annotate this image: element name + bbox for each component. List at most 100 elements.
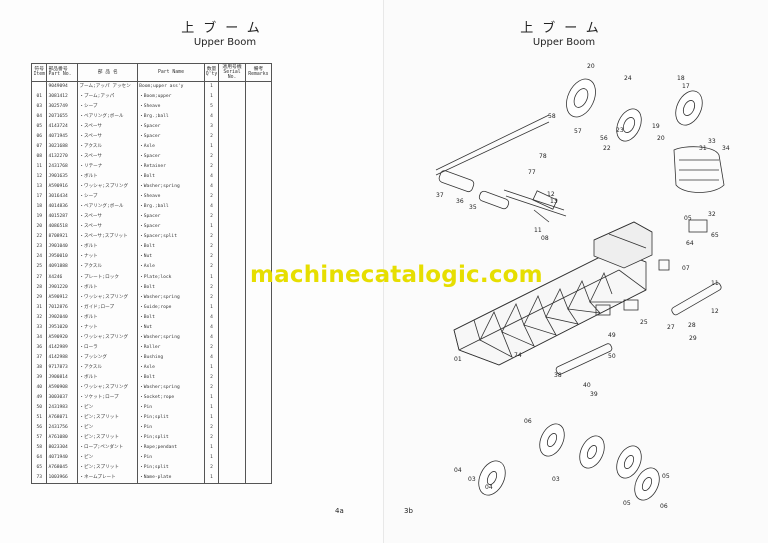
part-name-jp-cell: ・スペーサ;スプリット — [77, 232, 139, 243]
remarks-cell — [244, 423, 273, 434]
quantity-cell: 2 — [203, 262, 220, 273]
part-name-jp-cell: ・アクスル — [77, 262, 139, 273]
part-name-jp-cell: ・ブッシング — [77, 352, 139, 363]
callout-label: 39 — [590, 391, 598, 398]
item-number-cell: 64 — [30, 453, 48, 464]
serial-cell — [218, 473, 246, 485]
sheave-bottom-1 — [539, 423, 565, 457]
serial-cell — [218, 413, 246, 424]
part-name-jp-cell: ・スペーサ — [77, 222, 139, 233]
remarks-cell — [244, 121, 273, 132]
part-number-cell: 8708921 — [46, 232, 79, 243]
serial-cell — [218, 212, 246, 223]
part-name-en-cell: ・Spacer — [137, 212, 205, 223]
remarks-cell — [244, 151, 273, 162]
serial-cell — [218, 383, 246, 394]
sheave-mid — [616, 108, 642, 142]
callout-label: 50 — [608, 353, 616, 360]
callout-label: 05 — [684, 215, 692, 222]
part-number-cell: 4014836 — [46, 202, 79, 213]
page-title-jp: 上ブーム — [181, 21, 269, 36]
remarks-cell — [244, 81, 273, 92]
callout-label: 20 — [657, 135, 665, 142]
page-number-left: 4a — [335, 507, 344, 515]
serial-cell — [218, 342, 246, 353]
item-number-cell: 32 — [30, 312, 48, 323]
remarks-cell — [244, 433, 273, 444]
quantity-cell: 1 — [203, 403, 220, 414]
serial-cell — [218, 202, 246, 213]
remarks-cell — [244, 282, 273, 293]
item-number-cell: 56 — [30, 423, 48, 434]
serial-cell — [218, 172, 246, 183]
quantity-cell: 1 — [203, 81, 220, 92]
remarks-cell — [244, 453, 273, 464]
part-name-en-cell: ・Bolt — [137, 282, 205, 293]
callout-label: 06 — [660, 503, 668, 510]
callout-label: 22 — [603, 145, 611, 152]
quantity-cell: 2 — [203, 131, 220, 142]
part-name-en-cell: ・Pin — [137, 423, 205, 434]
remarks-cell — [244, 332, 273, 343]
item-number-cell: 33 — [30, 322, 48, 333]
part-name-en-cell: ・Washer;spring — [137, 182, 205, 193]
callout-label: 05 — [623, 500, 631, 507]
page-title-en: Upper Boom — [193, 37, 257, 48]
serial-cell — [218, 352, 246, 363]
callout-label: 13 — [550, 198, 558, 205]
part-name-en-cell: ・Washer;spring — [137, 292, 205, 303]
part-name-jp-cell: ・スペーサ — [77, 131, 139, 142]
diagram-title-jp: 上ブーム — [520, 21, 608, 36]
serial-cell — [218, 81, 246, 92]
part-name-jp-cell: ・ピン;スプリット — [77, 413, 139, 424]
remarks-cell — [244, 141, 273, 152]
part-name-jp-cell: ・シーブ — [77, 192, 139, 203]
part-name-jp-cell: ・ワッシャ;スプリング — [77, 383, 139, 394]
part-name-jp-cell: ・スペーサ — [77, 121, 139, 132]
remarks-cell — [244, 322, 273, 333]
item-number-cell: 39 — [30, 372, 48, 384]
part-name-en-cell: ・Pin;split — [137, 413, 205, 424]
item-number-cell: 06 — [30, 131, 48, 142]
item-number-cell: 04 — [30, 111, 48, 122]
remarks-cell — [244, 212, 273, 223]
remarks-cell — [244, 182, 273, 193]
part-number-cell: 2071655 — [46, 111, 79, 122]
sheave-top-left — [566, 78, 596, 118]
quantity-cell: 4 — [203, 202, 220, 213]
serial-cell — [218, 192, 246, 203]
item-number-cell: 34 — [30, 332, 48, 343]
part-name-jp-cell: ・ボルト — [77, 242, 139, 253]
part-name-jp-cell: ・ボルト — [77, 282, 139, 293]
quantity-cell: 4 — [203, 352, 220, 363]
part-name-en-cell: ・Pin;split — [137, 463, 205, 474]
part-name-en-cell: ・Axle — [137, 362, 205, 373]
item-number-cell: 27 — [30, 272, 48, 283]
remarks-cell — [244, 91, 273, 102]
callout-label: 29 — [689, 335, 697, 342]
part-name-jp-cell: ・ワッシャ;スプリング — [77, 182, 139, 193]
part-name-en-cell: ・Bolt — [137, 312, 205, 323]
part-number-cell: J902040 — [46, 312, 79, 323]
serial-cell — [218, 453, 246, 464]
quantity-cell: 2 — [203, 192, 220, 203]
part-name-jp-cell: ・スペーサ — [77, 151, 139, 162]
part-number-cell: J950010 — [46, 252, 79, 263]
callout-label: 57 — [574, 128, 582, 135]
serial-cell — [218, 131, 246, 142]
part-number-cell: J951020 — [46, 322, 79, 333]
part-name-en-cell: ・Spacer — [137, 222, 205, 233]
part-number-cell: J901635 — [46, 172, 79, 183]
part-number-cell: 2431983 — [46, 403, 79, 414]
